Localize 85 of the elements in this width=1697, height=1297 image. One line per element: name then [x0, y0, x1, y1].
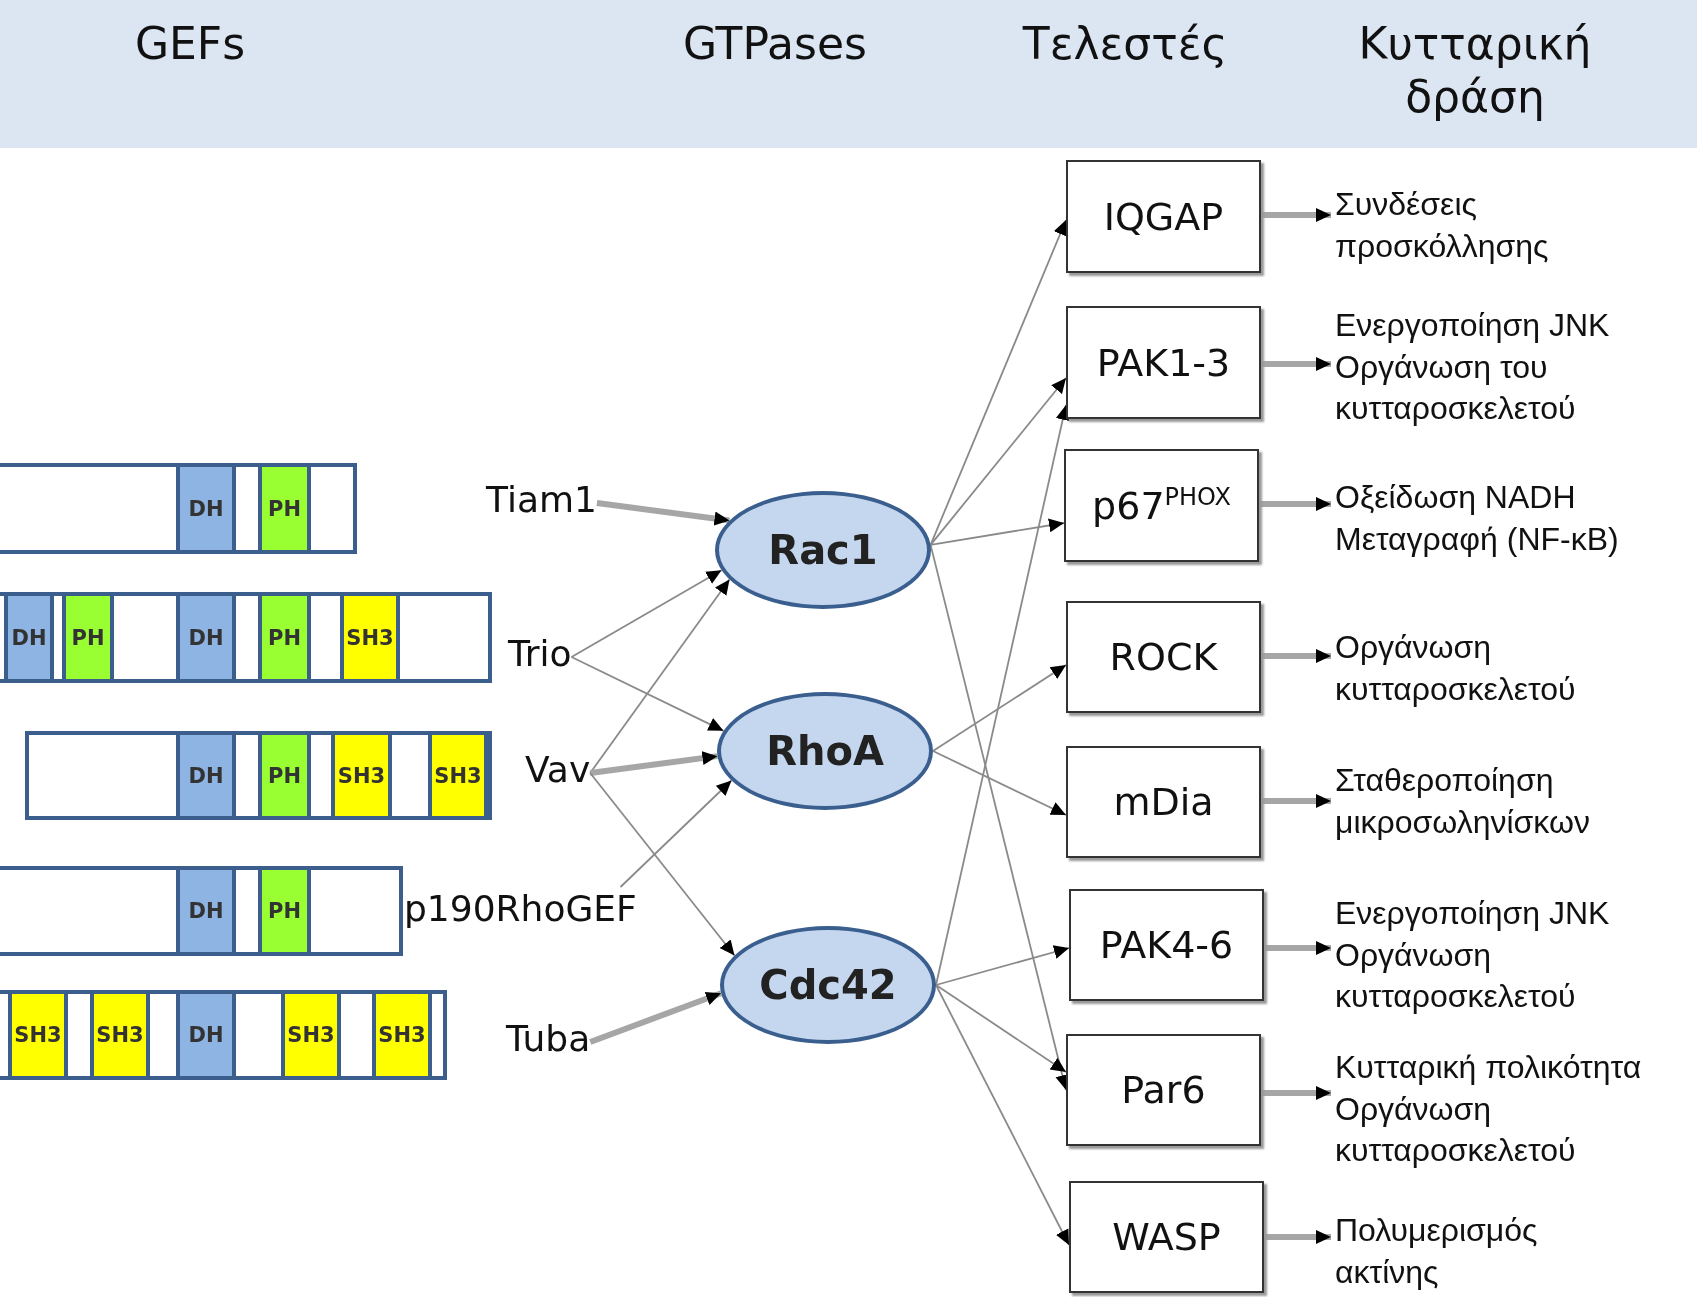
arrow [1261, 357, 1331, 371]
arrow [1264, 941, 1331, 955]
arrow [932, 750, 1067, 816]
column-header: GEFs [134, 18, 246, 71]
activity-text: Οργάνωση κυτταροσκελετού [1335, 1089, 1577, 1170]
arrow [935, 984, 1070, 1246]
domain-label: DH [188, 625, 224, 650]
domain-label: PH [268, 625, 301, 650]
gtpase-name: Rac1 [768, 527, 878, 573]
arrow [935, 984, 1067, 1073]
arrow [1261, 208, 1331, 222]
gef-name: p190RhoGEF [404, 887, 637, 931]
protein-domain-bar [0, 592, 492, 683]
domain-label: SH3 [96, 1023, 144, 1047]
domain-label: DH [188, 1023, 224, 1047]
activity-text: Οργάνωση κυτταροσκελετού [1335, 628, 1577, 709]
arrow [589, 772, 736, 957]
gtpase-name: Cdc42 [759, 962, 897, 1008]
domain-label: SH3 [14, 1023, 62, 1047]
domain-label: SH3 [434, 763, 482, 788]
activity-text: Συνδέσεις προσκόλλησης [1335, 185, 1550, 266]
column-header: Κυτταρική δράση [1357, 18, 1593, 124]
effector-name: Par6 [1121, 1068, 1206, 1112]
arrow [589, 990, 723, 1045]
arrow [589, 751, 718, 776]
arrow [1261, 1086, 1331, 1100]
activity-text: Κυτταρική πολικότητα [1335, 1047, 1643, 1087]
effector-name: WASP [1112, 1215, 1221, 1259]
arrow [929, 518, 1065, 546]
effector-box [1066, 601, 1261, 713]
domain-label: DH [188, 899, 224, 923]
domain-label: SH3 [287, 1023, 335, 1047]
arrow [1259, 497, 1331, 511]
activity-text: Πολυμερισμός ακτίνης [1335, 1211, 1539, 1292]
domain-label: SH3 [346, 625, 394, 650]
activity-text: Σταθεροποίηση μικροσωληνίσκων [1335, 761, 1591, 842]
gef-name: Tuba [506, 1017, 591, 1061]
arrow [1261, 649, 1331, 663]
protein-domain-bar [0, 866, 403, 956]
activity-text: Οργάνωση του κυτταροσκελετού [1335, 347, 1577, 428]
protein-domain-bar [25, 731, 492, 820]
protein-domain-bar [0, 463, 357, 554]
protein-domain-bar [0, 990, 447, 1080]
arrow [935, 945, 1070, 986]
domain-label: SH3 [378, 1023, 426, 1047]
domain-label: PH [71, 625, 105, 650]
arrow [932, 664, 1067, 752]
effector-box [1066, 746, 1261, 858]
domain-label: PH [268, 496, 301, 521]
activity-text: Οξείδωση NADH [1335, 478, 1577, 518]
activity-text: Μεταγραφή (NF-κB) [1335, 520, 1620, 559]
arrow [935, 404, 1070, 986]
effector-name: IQGAP [1103, 194, 1224, 239]
domain-label: PH [268, 899, 301, 923]
arrow [596, 500, 730, 526]
effector-box [1066, 1034, 1261, 1146]
effector-box [1066, 306, 1261, 419]
domain-label: SH3 [337, 763, 386, 788]
activity-text: Οργάνωση κυτταροσκελετού [1335, 935, 1577, 1016]
gef-name: Tiam1 [486, 478, 597, 522]
effector-box [1069, 889, 1264, 1001]
arrow [1264, 1230, 1331, 1244]
gef-name: Vav [525, 748, 591, 792]
effector-box [1069, 1181, 1264, 1293]
activity-text: Ενεργοποίηση JNK [1335, 305, 1611, 345]
arrow [929, 377, 1067, 546]
effector-name: p67$^{PHOX}$ [1092, 483, 1231, 528]
column-header: GTPases [683, 18, 867, 71]
gtpase-name: RhoA [766, 728, 884, 774]
arrow [619, 779, 733, 888]
effector-name: mDia [1113, 780, 1214, 824]
header-band [0, 0, 1697, 148]
domain-label: DH [188, 496, 224, 521]
effector-name: ROCK [1109, 635, 1218, 679]
effector-name: PAK1-3 [1096, 340, 1231, 385]
domain-label: DH [11, 625, 47, 650]
column-header: Τελεστές [1022, 18, 1228, 71]
domain-label: PH [268, 763, 301, 788]
gef-name: Trio [508, 632, 572, 676]
activity-text: Ενεργοποίηση JNK [1335, 893, 1611, 933]
effector-box [1066, 160, 1261, 273]
domain-label: DH [188, 763, 224, 788]
effector-name: PAK4-6 [1099, 923, 1234, 967]
arrow [1261, 794, 1331, 808]
effector-box [1064, 449, 1259, 562]
